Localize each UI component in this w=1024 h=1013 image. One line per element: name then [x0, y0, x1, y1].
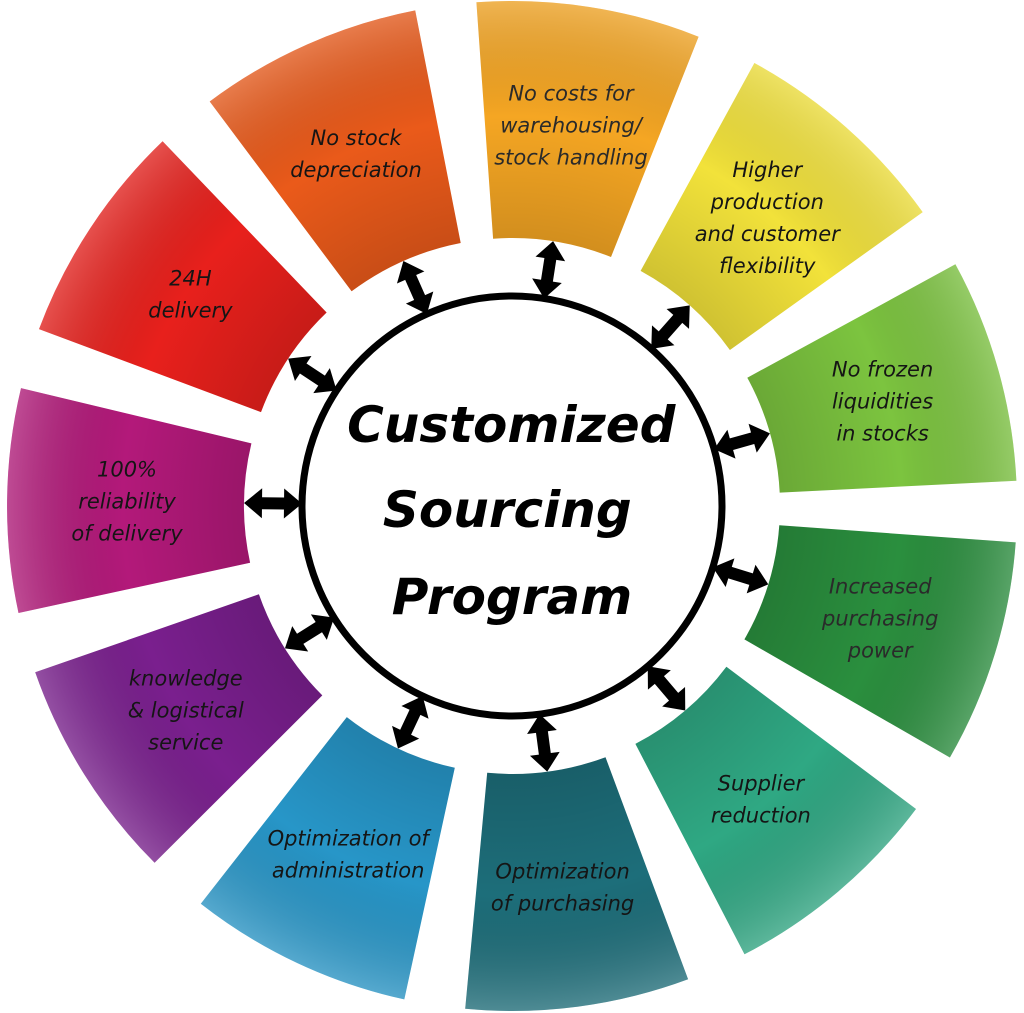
segment-label-line: stock handling [494, 146, 648, 170]
segment-label-line: and customer [695, 222, 841, 246]
arrows-layer [244, 241, 770, 772]
labels-layer: 24H delivery No stock depreciation No costs … [71, 82, 938, 916]
wheel-segment-9 [200, 717, 455, 1000]
segment-shading [476, 1, 699, 258]
segment-label-line: reduction [711, 804, 811, 828]
segment-label-line: power [847, 639, 914, 663]
wheel-segment-1 [39, 141, 327, 413]
segment-label-5: No frozen liquidities in stocks [832, 358, 933, 446]
segment-shading [200, 717, 455, 1000]
segment-shading [635, 666, 916, 955]
center-circle [298, 292, 726, 720]
segment-shading [209, 10, 461, 292]
segment-label-line: reliability [78, 490, 176, 514]
double-arrow-icon [527, 714, 560, 772]
wheel-segment-3 [476, 1, 699, 258]
segment-label-line: No frozen [832, 358, 933, 382]
wheel-segment-7 [635, 666, 916, 955]
segment-label-line: service [148, 731, 223, 755]
double-arrow-icon [396, 260, 434, 315]
segment-label-line: 24H [169, 266, 212, 290]
segment-label-line: of delivery [71, 522, 183, 546]
double-arrow-icon [288, 355, 337, 394]
segment-label-line: in stocks [836, 422, 929, 446]
center-title-line-3: Program [392, 568, 632, 626]
segment-label-line: Supplier [718, 772, 806, 796]
segment-label-line: of purchasing [491, 892, 634, 916]
double-arrow-icon [392, 696, 429, 749]
segment-label-line: depreciation [290, 158, 422, 182]
segment-label-line: Optimization [495, 860, 629, 884]
double-arrow-icon [647, 666, 686, 711]
segment-shading [35, 594, 323, 863]
segment-label-line: liquidities [832, 390, 933, 414]
segment-label-line: Higher [732, 158, 803, 182]
segment-label-6: Increased purchasing power [821, 575, 938, 663]
double-arrow-icon [244, 488, 303, 519]
segment-shading [465, 757, 689, 1011]
segment-label-7: Supplier reduction [711, 772, 811, 828]
center-title-line-2: Sourcing [383, 481, 632, 539]
double-arrow-icon [714, 423, 770, 459]
segment-label-9: Optimization of administration [268, 826, 433, 882]
segment-label-line: 100% [97, 458, 157, 482]
segment-shading [640, 63, 923, 350]
wheel-segment-4 [640, 63, 923, 350]
segment-label-11: 100% reliability of delivery [71, 458, 183, 546]
double-arrow-icon [532, 241, 566, 299]
segment-label-line: purchasing [821, 607, 938, 631]
wheel-segment-11 [7, 388, 252, 613]
center-title: Customized Sourcing Program [347, 396, 693, 626]
double-arrow-icon [651, 305, 690, 349]
wheel-segment-10 [35, 594, 323, 863]
segment-label-10: knowledge & logistical service [128, 667, 244, 755]
segment-label-line: delivery [148, 298, 233, 322]
segment-label-line: warehousing/ [500, 114, 643, 138]
segment-label-line: administration [272, 858, 425, 882]
segment-shading [39, 141, 327, 413]
wheel-segment-6 [744, 525, 1016, 758]
segment-label-line: No stock [311, 126, 403, 150]
segment-label-1: 24H delivery [148, 266, 233, 322]
segment-label-4: Higher production and customer flexibility [695, 158, 841, 278]
double-arrow-icon [712, 558, 769, 594]
segments-layer [7, 1, 1017, 1011]
wheel-segment-8 [465, 757, 689, 1011]
segment-label-line: No costs for [508, 82, 635, 106]
segment-shading [744, 525, 1016, 758]
segment-label-line: production [710, 190, 824, 214]
wheel-segment-5 [747, 264, 1017, 493]
segment-label-2: No stock depreciation [290, 126, 422, 182]
segment-label-line: & logistical [128, 699, 244, 723]
segment-label-line: knowledge [129, 667, 243, 691]
wheel-segment-2 [209, 10, 461, 292]
segment-label-line: flexibility [719, 254, 816, 278]
segment-shading [7, 388, 252, 613]
center-title-line-1: Customized [347, 396, 677, 454]
double-arrow-icon [284, 614, 335, 652]
segment-label-3: No costs for warehousing/stock handling [494, 82, 648, 170]
segment-shading [747, 264, 1017, 493]
segment-label-line: Increased [829, 575, 932, 599]
segment-label-8: Optimization of purchasing [491, 860, 634, 916]
segment-label-line: Optimization of [268, 826, 433, 850]
